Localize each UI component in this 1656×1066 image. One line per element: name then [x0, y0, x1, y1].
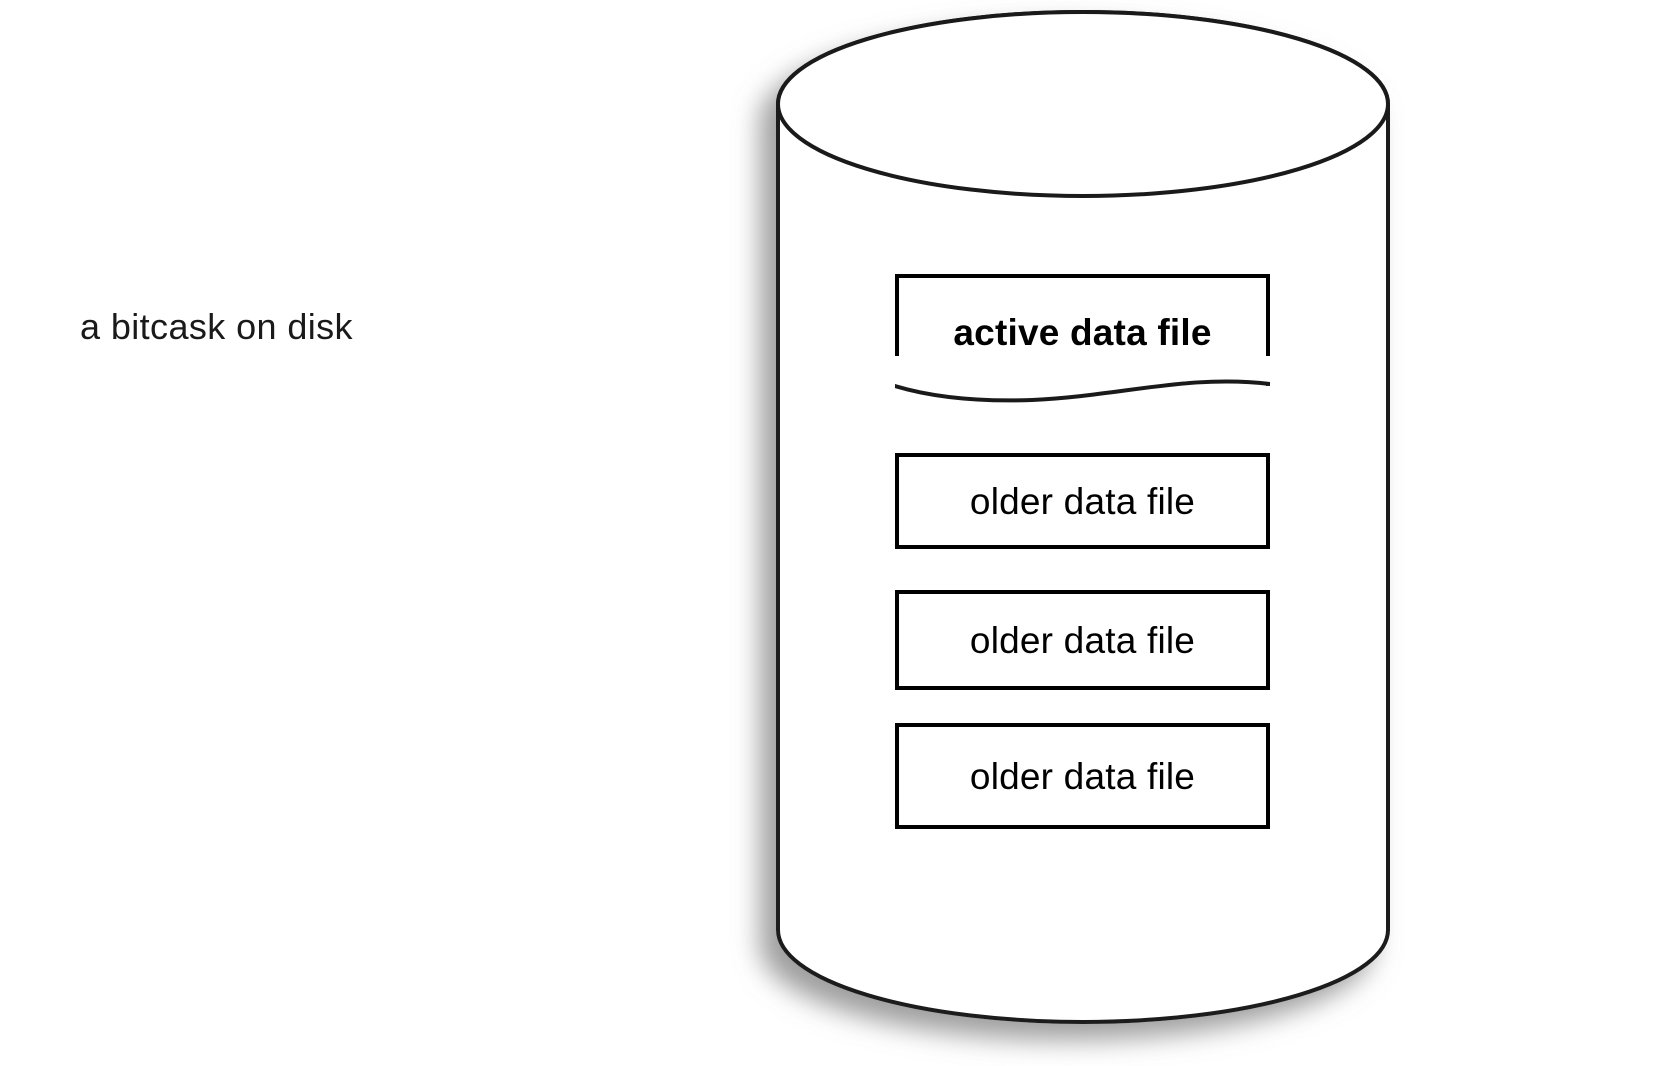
bitcask-cylinder: active data file older data file older d… — [690, 0, 1420, 1066]
data-file-box-older-1[interactable]: older data file — [895, 453, 1270, 549]
cylinder-top-rim — [776, 10, 1390, 198]
data-file-stack: active data file older data file older d… — [690, 0, 1420, 1066]
data-file-label: older data file — [969, 755, 1196, 797]
diagram-caption: a bitcask on disk — [80, 306, 353, 347]
data-file-label: older data file — [969, 619, 1196, 661]
data-file-box-active[interactable]: active data file — [895, 274, 1270, 403]
data-file-label: older data file — [969, 480, 1196, 522]
data-file-box-older-2[interactable]: older data file — [895, 590, 1270, 690]
active-file-wavy-edge — [895, 356, 1270, 403]
data-file-box-older-3[interactable]: older data file — [895, 723, 1270, 829]
data-file-label: active data file — [953, 311, 1212, 353]
